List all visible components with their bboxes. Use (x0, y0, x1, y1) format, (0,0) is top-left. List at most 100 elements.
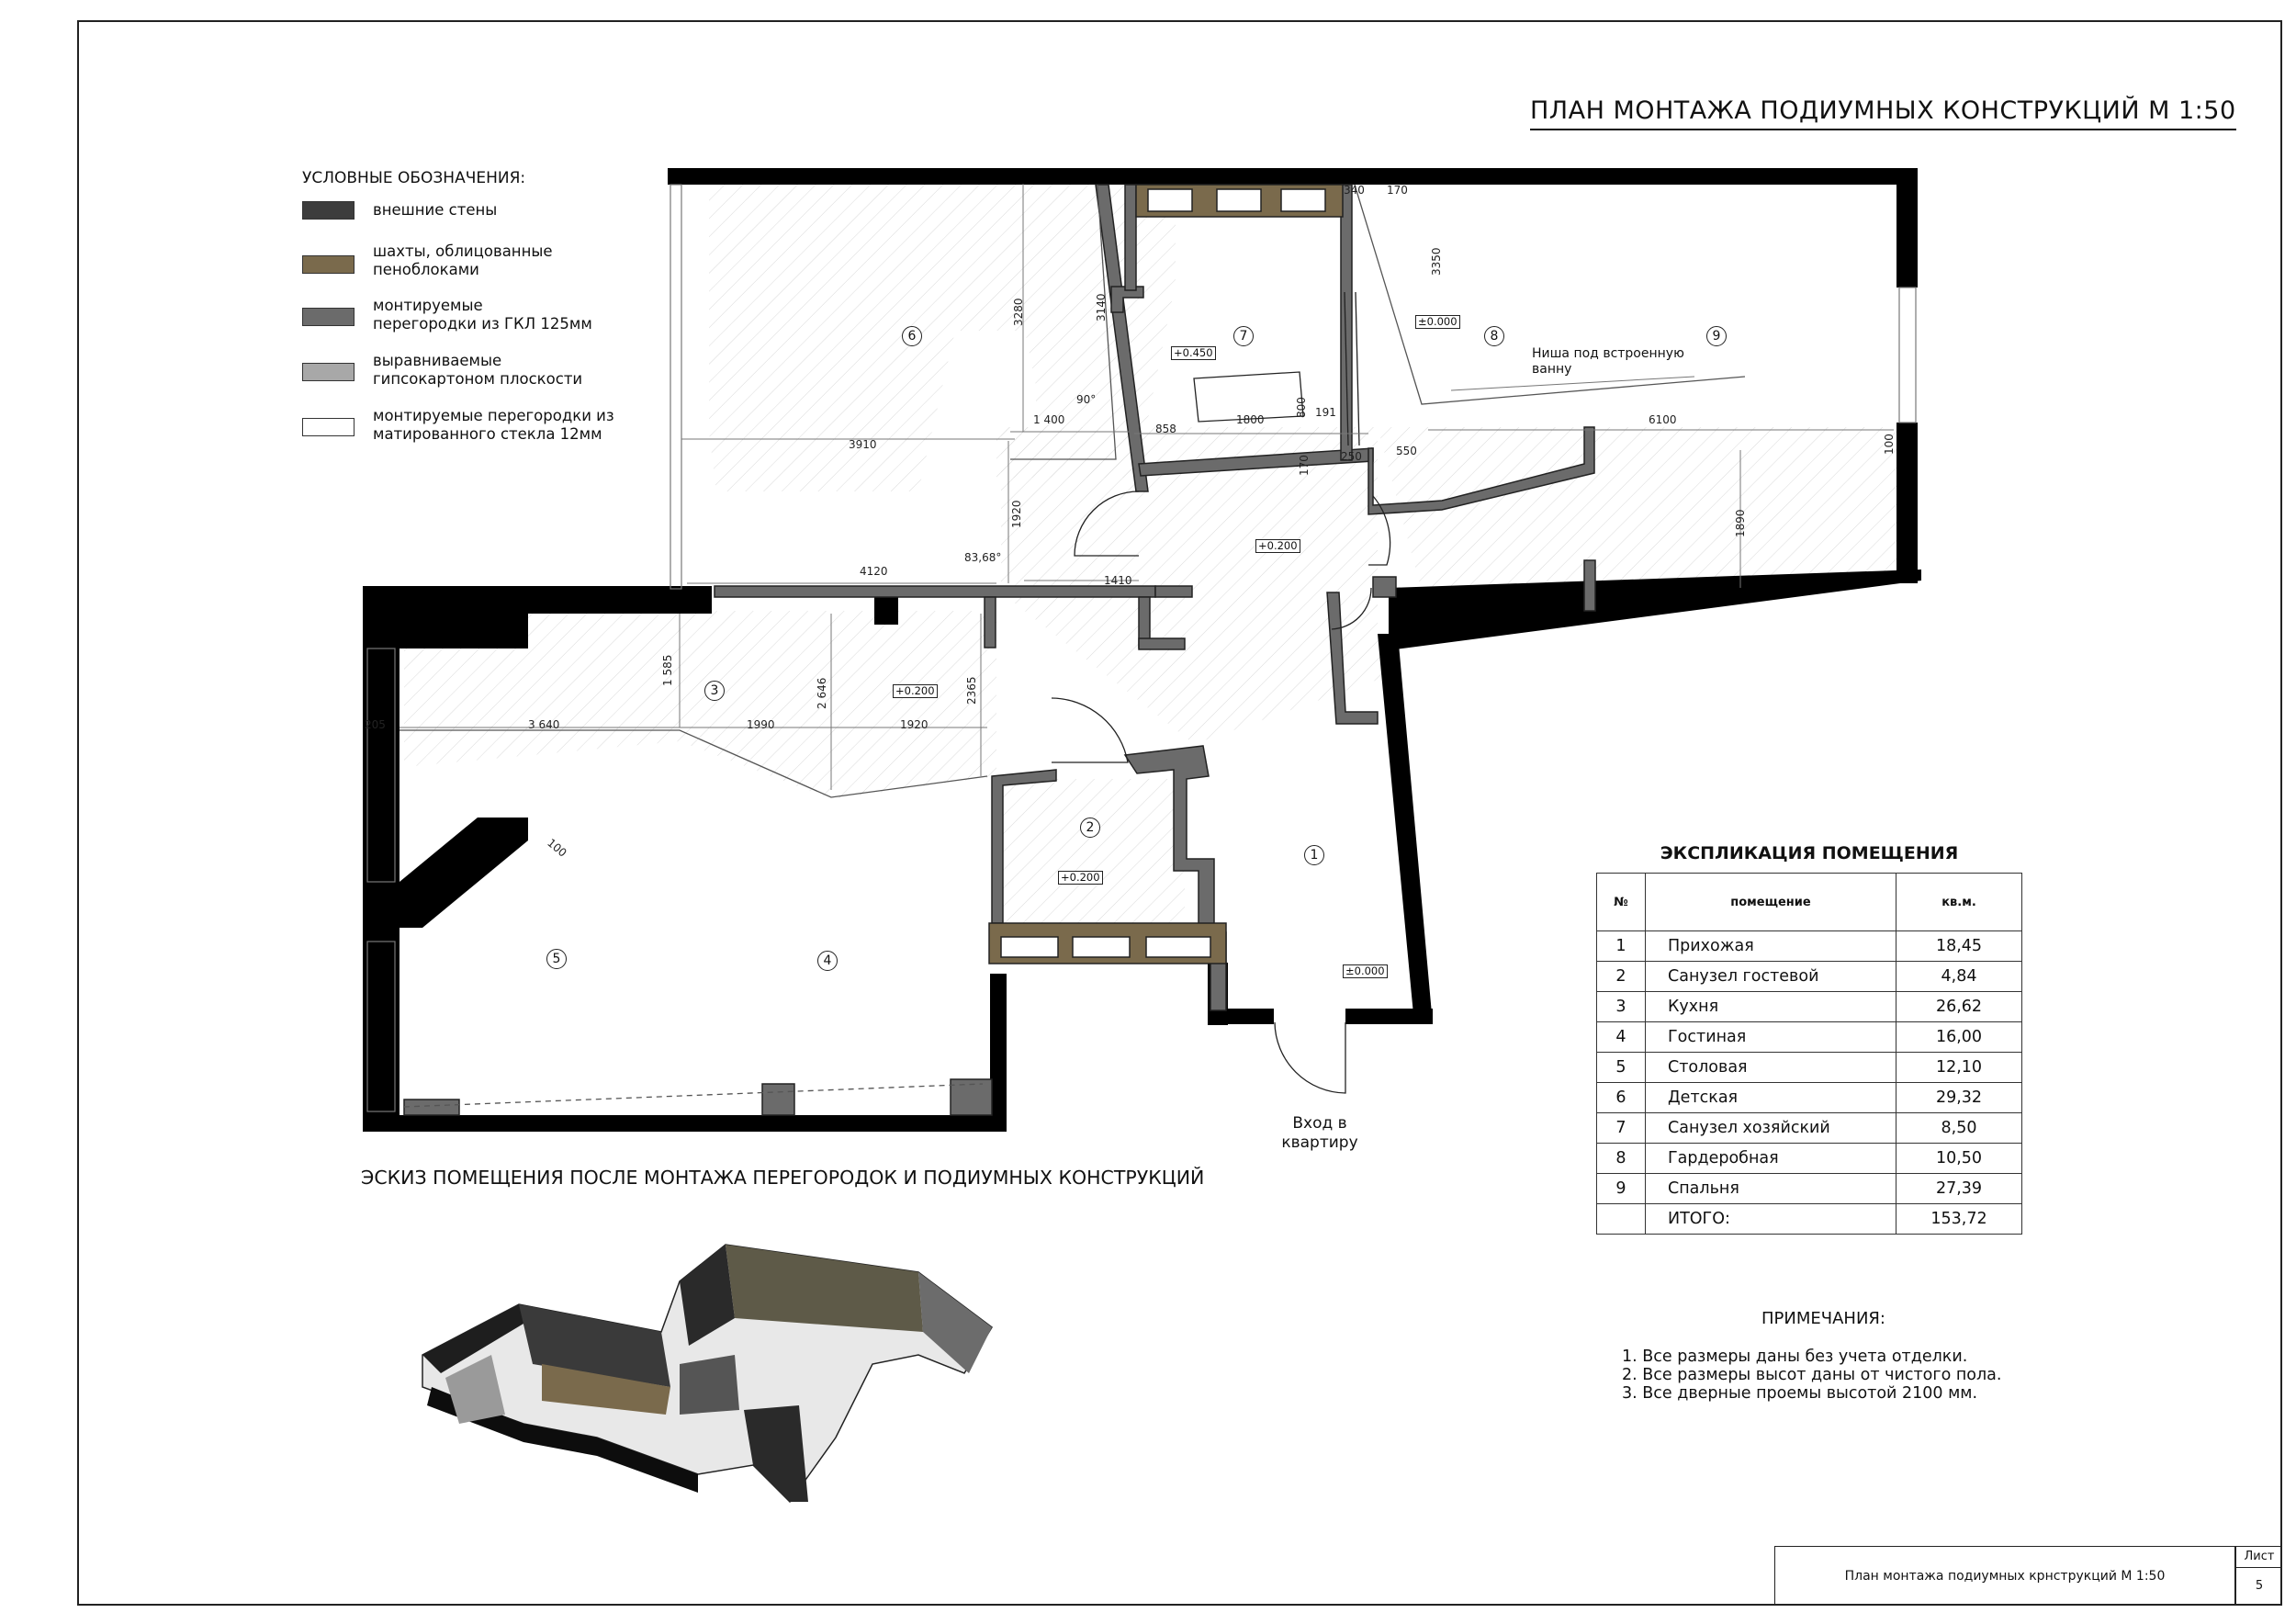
dim-label: 170 (1298, 455, 1311, 476)
dim-label: 1890 (1734, 509, 1747, 537)
dim-label: 1990 (747, 718, 775, 731)
dining-edge (403, 1083, 984, 1108)
dim-label: 250 (1341, 450, 1362, 463)
glass-partitions (1193, 291, 1360, 446)
wall-right-lower (1896, 423, 1918, 583)
sketch-wall (422, 1304, 533, 1373)
wall-right-upper (1896, 168, 1918, 288)
legend-item-shafts: шахты, облицованные пеноблоками (302, 242, 553, 279)
wall-bottom-left (363, 1115, 1007, 1132)
sketch-partition (680, 1355, 739, 1415)
dim-label: 1 400 (1033, 413, 1065, 426)
legend-swatch (302, 201, 355, 220)
partition-bath-left (1095, 184, 1149, 492)
room-number-1: 1 (1304, 845, 1324, 865)
angle-label: 90° (1076, 393, 1097, 406)
table-header-row: № помещение кв.м. (1596, 873, 2022, 931)
sheet-label: Лист (2236, 1547, 2282, 1568)
dim-label: 3910 (849, 438, 877, 451)
legend-title: УСЛОВНЫЕ ОБОЗНАЧЕНИЯ: (302, 169, 526, 187)
sketch-title: ЭСКИЗ ПОМЕЩЕНИЯ ПОСЛЕ МОНТАЖА ПЕРЕГОРОДО… (361, 1167, 1205, 1189)
shaft-cells (1000, 188, 1326, 958)
partition-living-pillar-2 (950, 1078, 993, 1116)
niche-leader (1450, 376, 1695, 391)
dim-label: 6100 (1649, 413, 1677, 426)
note-item: 2. Все размеры высот даны от чистого пол… (1622, 1366, 2002, 1384)
sketch-3d (422, 1244, 993, 1504)
sketch-podium (542, 1364, 670, 1415)
dim-label: 170 (1387, 184, 1408, 197)
dim-label: 800 (1295, 397, 1308, 418)
wall-hall-right (1378, 634, 1433, 1024)
doors (1051, 491, 1391, 1094)
column-header-number: № (1596, 873, 1646, 931)
note-item: 3. Все дверные проемы высотой 2100 мм. (1622, 1384, 1978, 1403)
room-number-6: 6 (902, 326, 922, 346)
dim-label: 858 (1155, 423, 1176, 435)
entry-label: Вход в квартиру (1281, 1114, 1358, 1152)
level-mark: ±0.000 (1343, 964, 1388, 978)
exterior-walls (363, 168, 1921, 1132)
shaft-cell (1147, 188, 1193, 212)
podium-zone-6-7 (709, 175, 1176, 491)
room-number-4: 4 (817, 951, 838, 971)
sketch-window (445, 1355, 505, 1424)
wall-entry-right (1345, 1009, 1433, 1024)
dim-label: 340 (1344, 184, 1365, 197)
shaft-cell (1145, 936, 1211, 958)
sketch-wall (744, 1405, 808, 1502)
dim-label: 1 585 (661, 654, 674, 686)
room-number-5: 5 (546, 949, 567, 969)
partition-bath-stub (1110, 286, 1144, 313)
column (874, 597, 898, 625)
shaft-cell (1280, 188, 1326, 212)
room-number-3: 3 (704, 681, 725, 701)
column-header-area: кв.м. (1896, 873, 2022, 931)
glass-partition (1355, 291, 1360, 446)
shaft-cell (1072, 936, 1131, 958)
shaft-cell (1000, 936, 1059, 958)
wall-left-top-block (363, 586, 528, 648)
legend-swatch (302, 308, 355, 326)
door-entry (1274, 1021, 1346, 1094)
legend-swatch (302, 255, 355, 274)
legend-item-exterior-walls: внешние стены (302, 201, 497, 220)
partition-kitchen-stub (984, 596, 996, 648)
wall-living-right (990, 974, 1007, 1132)
podium-zone-hall (1001, 427, 1419, 744)
sheet-number: 5 (2255, 1579, 2264, 1593)
note-item: 1. Все размеры даны без учета отделки. (1622, 1348, 1968, 1366)
dim-label: 4120 (860, 565, 888, 578)
door-wardrobe (1368, 495, 1391, 566)
room-number-2: 2 (1080, 818, 1100, 838)
kitchen-outline (400, 184, 1746, 1108)
legend-swatch (302, 363, 355, 381)
legend-item-glass-partitions: монтируемые перегородки из матированного… (302, 407, 614, 444)
sheet-number-box: Лист 5 (2235, 1546, 2282, 1606)
glass-partition (1344, 291, 1349, 446)
dim-label: 1800 (1236, 413, 1265, 426)
level-mark: +0.200 (893, 684, 938, 698)
wall-entry-left (1208, 1009, 1274, 1024)
partition-kitchen-top-end (1154, 585, 1193, 598)
drawing-frame (77, 20, 2282, 1606)
column-header-room: помещение (1645, 873, 1896, 931)
wall-top (668, 168, 1906, 185)
dim-label: 1920 (900, 718, 929, 731)
partition-bedroom-stub (1583, 559, 1596, 612)
dim-label: 1920 (1010, 500, 1023, 528)
window-children (670, 184, 682, 590)
dimension-lines (400, 184, 1894, 790)
sketch-wall (680, 1245, 735, 1346)
table-total-row: ИТОГО:153,72 (1596, 1203, 2022, 1235)
legend-swatch (302, 418, 355, 436)
notes-title: ПРИМЕЧАНИЯ: (1761, 1309, 1885, 1328)
